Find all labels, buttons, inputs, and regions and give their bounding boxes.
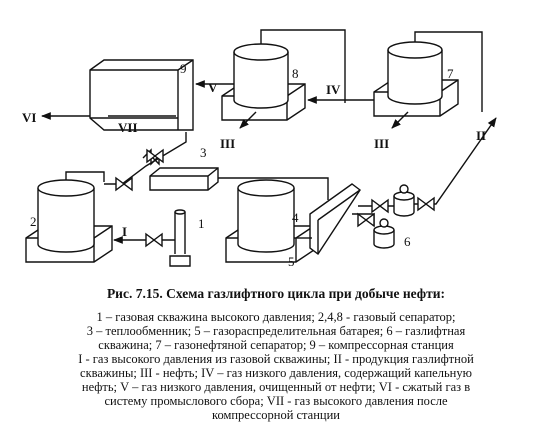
label-4: 4: [292, 210, 299, 225]
label-9: 9: [180, 61, 187, 76]
flows-legend-line: I - газ высокого давления из газовой скв…: [78, 352, 474, 366]
gas-lift-well-6: [373, 184, 415, 249]
flow-label-V: V: [208, 80, 218, 95]
gas-separator-8: [221, 29, 346, 121]
equipment-legend-line: 1 – газовая скважина высокого давления; …: [96, 310, 456, 324]
label-2: 2: [30, 214, 37, 229]
figure-caption: Рис. 7.15. Схема газлифтного цикла при д…: [106, 286, 446, 301]
flow-label-I: I: [122, 224, 127, 239]
flows-legend-line: систему промыслового сбора; VII - газ вы…: [104, 394, 448, 408]
flows-legend-line: нефть; V – газ низкого давления, очищенн…: [81, 380, 471, 394]
flow-label-III-7: III: [374, 136, 389, 151]
flow-label-II: II: [476, 128, 486, 143]
label-5: 5: [288, 254, 295, 269]
equipment-legend-line: скважина; 7 – газонефтяной сепаратор; 9 …: [98, 338, 454, 352]
equipment-legend: 1 – газовая скважина высокого давления; …: [0, 310, 552, 352]
flow-label-VI: VI: [22, 110, 36, 125]
gas-well-1: [169, 209, 191, 267]
label-7: 7: [447, 66, 454, 81]
label-6: 6: [404, 234, 411, 249]
flow-label-III-8: III: [220, 136, 235, 151]
gas-oil-separator-7: [373, 31, 483, 117]
flow-label-VII: VII: [118, 120, 138, 135]
gas-separator-4: [225, 179, 315, 263]
flow-labels: I II III III IV V VI VII: [22, 80, 486, 239]
valves: [115, 148, 435, 248]
gas-distribution-battery-5: [309, 183, 361, 256]
flow-label-IV: IV: [326, 82, 341, 97]
label-1: 1: [198, 216, 205, 231]
equipment-number-labels: 9 8 7 3 2 1 4 5 6: [30, 61, 454, 269]
flows-legend: I - газ высокого давления из газовой скв…: [0, 352, 552, 422]
flows-legend-line: компрессорной станции: [212, 408, 340, 422]
compressor-station-9: [89, 59, 194, 131]
heat-exchanger-3: [149, 167, 219, 191]
equipment-legend-line: 3 – теплообменник; 5 – газораспределител…: [86, 324, 466, 338]
label-3: 3: [200, 145, 207, 160]
gas-lift-scheme-diagram: 9 8 7 3 2 1 4 5 6 I II III III IV V VI V…: [22, 29, 497, 269]
flows-legend-line: скважины; III - нефть; IV – газ низкого …: [80, 366, 472, 380]
label-8: 8: [292, 66, 299, 81]
gas-separator-2: [25, 171, 113, 263]
